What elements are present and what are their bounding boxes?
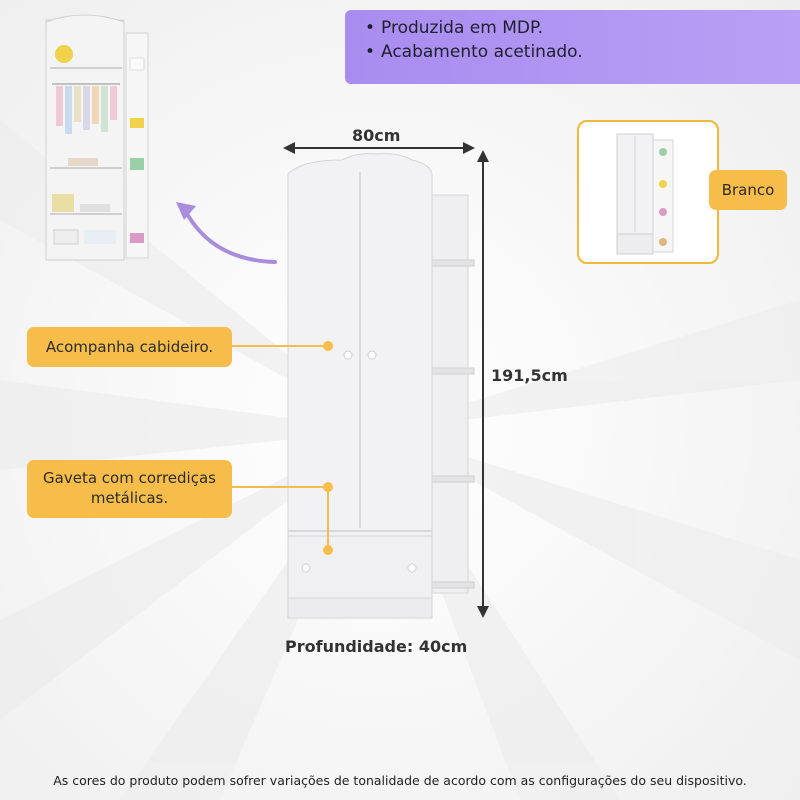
color-callout: Branco: [709, 170, 787, 210]
height-label: 191,5cm: [491, 366, 568, 385]
width-label: 80cm: [352, 126, 401, 145]
drawer-callout: Gaveta com corrediças metálicas.: [27, 460, 232, 518]
hanger-leader-line: [230, 341, 333, 351]
width-dimension-arrow: [283, 142, 475, 154]
curved-arrow-icon: [176, 202, 277, 264]
drawer-callout-text: Gaveta com corrediças metálicas.: [43, 469, 216, 507]
color-callout-text: Branco: [721, 181, 775, 199]
hanger-callout-text: Acompanha cabideiro.: [45, 338, 214, 356]
color-disclaimer: As cores do produto podem sofrer variaçõ…: [53, 773, 747, 788]
color-option-thumbnail[interactable]: [577, 120, 719, 264]
feature-item: Acabamento acetinado.: [365, 40, 800, 64]
closed-wardrobe-photo: [616, 133, 674, 255]
depth-label: Profundidade: 40cm: [285, 637, 468, 656]
feature-item: Produzida em MDP.: [365, 16, 800, 40]
height-dimension-arrow: [477, 150, 489, 618]
wardrobe-drawing: [287, 153, 475, 619]
hanger-callout: Acompanha cabideiro.: [27, 327, 232, 367]
features-banner: Produzida em MDP. Acabamento acetinado.: [345, 10, 800, 84]
open-wardrobe-photo: [45, 14, 149, 261]
drawer-leader-line: [230, 482, 333, 555]
